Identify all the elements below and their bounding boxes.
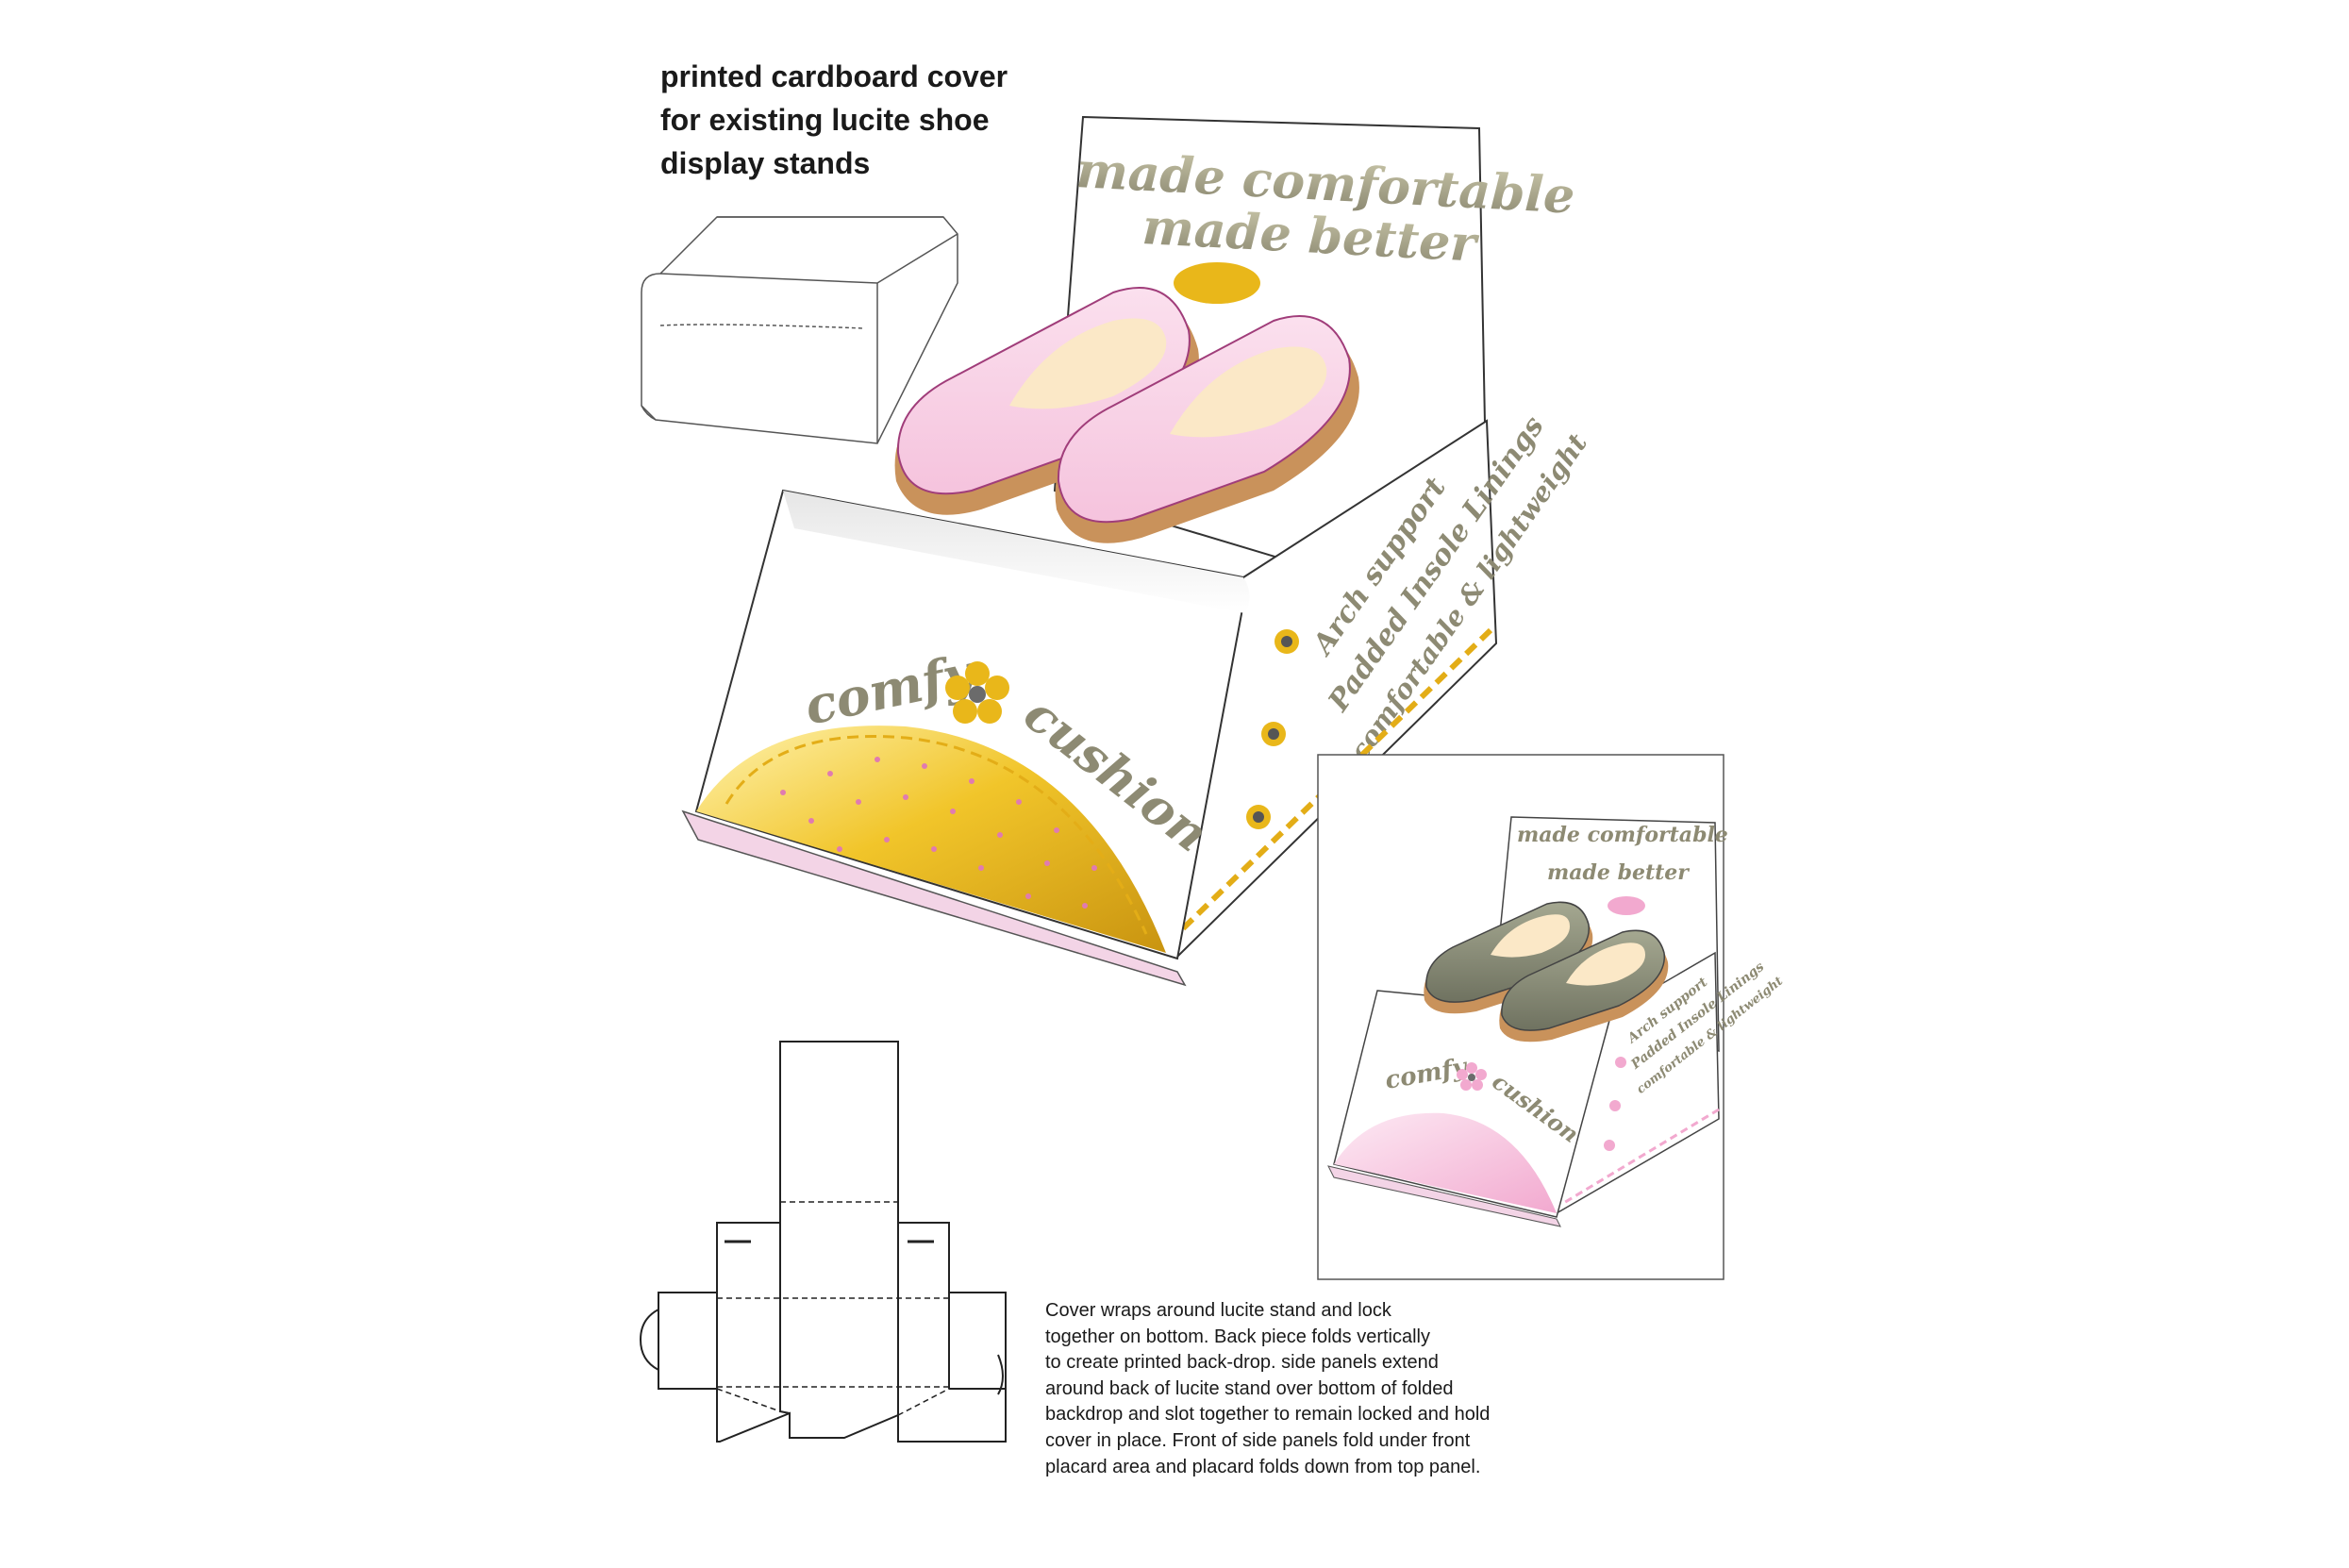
description-line: Cover wraps around lucite stand and lock [1045, 1300, 1391, 1321]
dot-pattern [780, 757, 1097, 909]
description-line: around back of lucite stand over bottom … [1045, 1377, 1454, 1399]
description: Cover wraps around lucite stand and lock… [1045, 1298, 1574, 1480]
heading-line: for existing lucite shoe [660, 103, 990, 137]
description-line: backdrop and slot together to remain loc… [1045, 1404, 1491, 1426]
heading-line: display stands [660, 146, 871, 180]
stitch-line [725, 734, 1148, 935]
variant-backdrop-line-1: made comfortable [1517, 823, 1728, 847]
flower-icon [1457, 1062, 1487, 1091]
description-line: together on bottom. Back piece folds ver… [1045, 1326, 1430, 1347]
variant-shoe-pair [1424, 896, 1669, 1043]
shoe-pair [894, 262, 1359, 543]
heading-line: printed cardboard cover [660, 59, 1008, 93]
flower-icon [945, 661, 1009, 724]
main-display: made comfortable made better Arch suppor… [681, 115, 1593, 987]
variant-backdrop-line-2: made better [1547, 860, 1690, 885]
flower-icon [1604, 1057, 1626, 1151]
flower-icon [1246, 629, 1299, 829]
gold-cushion-arc [696, 726, 1166, 953]
lucite-stand-outline [641, 216, 958, 444]
description-line: to create printed back-drop. side panels… [1045, 1352, 1439, 1374]
variant-display: made comfortable made better Arch suppor… [1317, 754, 1786, 1280]
base-lip [681, 809, 1187, 987]
variant-base-lip [1327, 1165, 1561, 1227]
description-line: cover in place. Front of side panels fol… [1045, 1429, 1471, 1451]
heading: printed cardboard cover for existing luc… [660, 55, 1094, 185]
top-panel-sheen [783, 491, 1250, 613]
variant-pink-arc [1334, 1112, 1557, 1213]
stitch-line [1561, 1108, 1720, 1206]
dieline-pattern [639, 1041, 1007, 1443]
description-line: placard area and placard folds down from… [1045, 1456, 1481, 1477]
dieline-fold-lines [716, 1201, 950, 1416]
